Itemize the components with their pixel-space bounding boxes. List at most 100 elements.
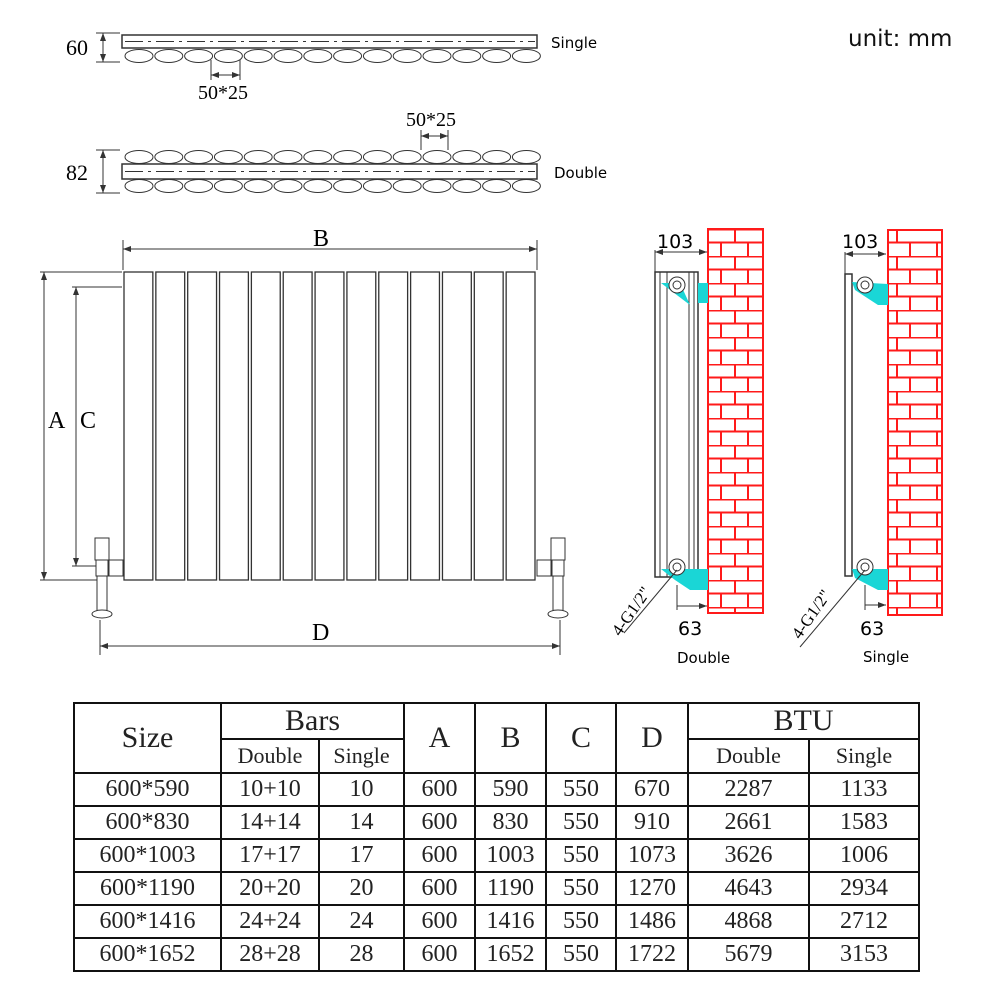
- bar-section: [482, 179, 512, 193]
- header-bars: Bars: [220, 702, 405, 740]
- table-cell: 1006: [808, 838, 920, 873]
- bar-section: [303, 179, 333, 193]
- header-btu-single: Single: [808, 738, 920, 774]
- table-cell: 600*1652: [73, 937, 222, 972]
- bar-section: [273, 49, 303, 63]
- header-bars-double: Double: [220, 738, 320, 774]
- bar-section: [482, 150, 512, 164]
- table-cell: 600*830: [73, 805, 222, 840]
- table-cell: 600: [403, 904, 476, 939]
- table-cell: 600*1003: [73, 838, 222, 873]
- table-cell: 3626: [687, 838, 810, 873]
- bar-section: [243, 150, 273, 164]
- table-cell: 3153: [808, 937, 920, 972]
- bar-section: [154, 150, 184, 164]
- radiator-bar: [282, 271, 313, 581]
- bar-section: [124, 179, 154, 193]
- bar-section: [511, 49, 541, 63]
- table-cell: 550: [545, 805, 617, 840]
- radiator-bar: [314, 271, 345, 581]
- bar-section: [213, 179, 243, 193]
- table-cell: 1583: [808, 805, 920, 840]
- dim-a-label: A: [48, 408, 66, 434]
- header-btu: BTU: [687, 702, 920, 740]
- bar-section: [362, 150, 392, 164]
- single-depth-label: 60: [66, 35, 88, 60]
- radiator-bar: [409, 271, 441, 581]
- bar-section: [124, 150, 154, 164]
- double-label: Double: [554, 164, 607, 182]
- bar-section: [392, 150, 422, 164]
- double-side-depth: 103: [657, 231, 693, 253]
- table-cell: 2934: [808, 871, 920, 906]
- double-thread-label: 4-G1/2": [608, 583, 655, 639]
- bar-section: [452, 179, 482, 193]
- table-cell: 600: [403, 937, 476, 972]
- bar-section: [213, 49, 243, 63]
- bar-section: [362, 179, 392, 193]
- bar-section: [303, 49, 333, 63]
- table-cell: 2661: [687, 805, 810, 840]
- header-a: A: [403, 702, 476, 774]
- radiator-bar: [250, 271, 281, 581]
- bar-section: [124, 49, 154, 63]
- header-d: D: [615, 702, 689, 774]
- single-side-depth: 103: [842, 231, 878, 253]
- header-c: C: [545, 702, 617, 774]
- radiator-diagram: 60 Single 50*25 82 Double 50*25 B A C: [40, 32, 943, 667]
- bar-section: [243, 49, 273, 63]
- header-btu-double: Double: [687, 738, 810, 774]
- table-cell: 550: [545, 904, 617, 939]
- left-valve: [91, 537, 124, 619]
- table-cell: 20+20: [220, 871, 320, 906]
- bar-section: [392, 179, 422, 193]
- bar-section: [482, 49, 512, 63]
- bar-section: [452, 49, 482, 63]
- dim-c-label: C: [80, 408, 96, 434]
- bar-section: [303, 150, 333, 164]
- table-cell: 17: [318, 838, 405, 873]
- table-cell: 10: [318, 772, 405, 807]
- table-cell: 1486: [615, 904, 689, 939]
- table-cell: 28+28: [220, 937, 320, 972]
- radiator-bar: [378, 271, 409, 581]
- bar-section: [154, 179, 184, 193]
- table-cell: 670: [615, 772, 689, 807]
- bar-section: [422, 179, 452, 193]
- radiator-bar: [123, 271, 154, 581]
- table-cell: 4643: [687, 871, 810, 906]
- table-cell: 600*1190: [73, 871, 222, 906]
- table-cell: 600: [403, 805, 476, 840]
- table-cell: 600: [403, 871, 476, 906]
- table-cell: 1133: [808, 772, 920, 807]
- table-cell: 600*590: [73, 772, 222, 807]
- header-size: Size: [73, 702, 222, 774]
- single-side-bracket: 63: [860, 618, 884, 640]
- radiator-bar: [346, 271, 377, 581]
- radiator-bar: [218, 271, 250, 581]
- bar-section: [362, 49, 392, 63]
- single-label: Single: [551, 34, 597, 52]
- table-cell: 17+17: [220, 838, 320, 873]
- table-cell: 550: [545, 838, 617, 873]
- table-cell: 550: [545, 937, 617, 972]
- table-cell: 24+24: [220, 904, 320, 939]
- bar-section: [333, 179, 363, 193]
- table-cell: 550: [545, 871, 617, 906]
- table-cell: 550: [545, 772, 617, 807]
- table-cell: 910: [615, 805, 689, 840]
- table-cell: 10+10: [220, 772, 320, 807]
- radiator-bar: [155, 271, 186, 581]
- double-side-bracket: 63: [678, 618, 702, 640]
- double-side-label: Double: [677, 649, 730, 667]
- double-depth-label: 82: [66, 160, 88, 185]
- bar-section: [273, 179, 303, 193]
- table-cell: 600: [403, 772, 476, 807]
- dim-d-label: D: [312, 620, 329, 646]
- bar-section: [333, 49, 363, 63]
- radiator-bar: [441, 271, 472, 581]
- table-cell: 14: [318, 805, 405, 840]
